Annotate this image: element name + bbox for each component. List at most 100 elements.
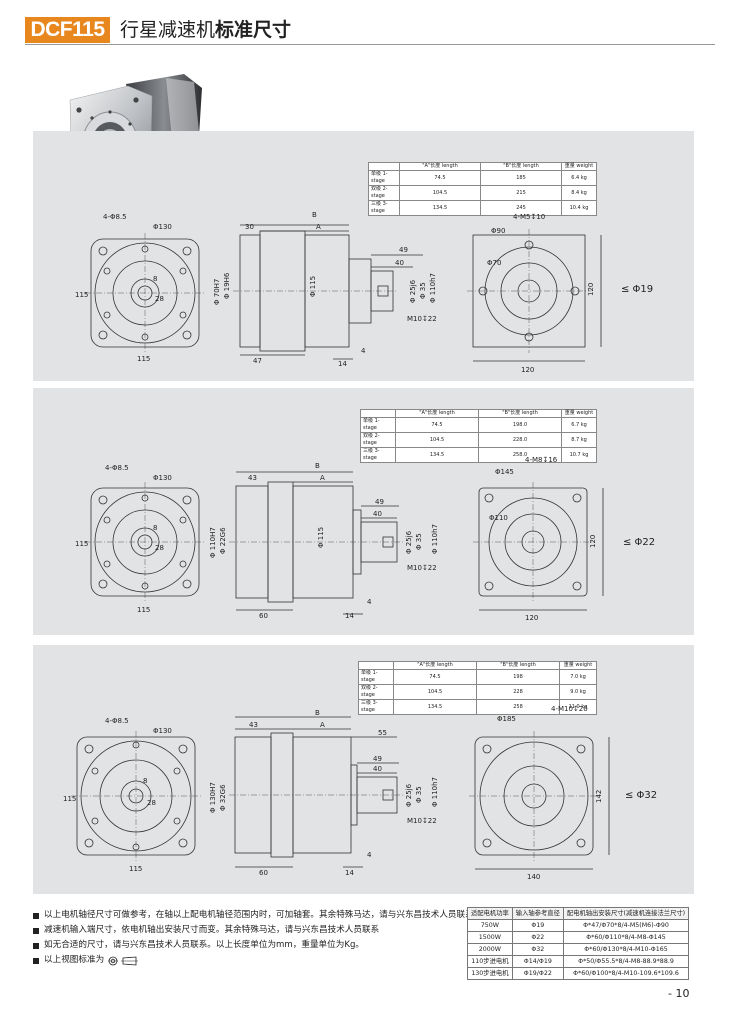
technical-drawing-2: 4-Φ8.5 Φ130 115 115 8 28 B A 43 49 40 60… — [75, 456, 604, 622]
svg-text:115: 115 — [63, 795, 76, 803]
svg-text:B: B — [315, 462, 320, 470]
svg-text:Φ 35: Φ 35 — [415, 533, 423, 550]
svg-text:4-Φ8.5: 4-Φ8.5 — [105, 464, 129, 472]
svg-text:120: 120 — [521, 366, 534, 374]
svg-text:28: 28 — [155, 544, 164, 552]
svg-text:Φ 110h7: Φ 110h7 — [431, 524, 439, 554]
svg-text:4-M8↧16: 4-M8↧16 — [525, 456, 558, 464]
projection-symbol-icon — [108, 956, 139, 965]
svg-text:120: 120 — [525, 614, 538, 622]
shaft-size-label-1: ≤ Φ19 — [621, 284, 654, 295]
svg-text:Φ 110h7: Φ 110h7 — [429, 273, 437, 303]
svg-text:Φ 25j6: Φ 25j6 — [405, 530, 413, 554]
svg-text:M10↧22: M10↧22 — [407, 564, 437, 572]
svg-text:49: 49 — [375, 498, 384, 506]
svg-text:8: 8 — [153, 275, 157, 283]
svg-text:A: A — [320, 721, 325, 729]
note-item: 以上视图标准为 — [33, 953, 463, 968]
shaft-size-label-2: ≤ Φ22 — [623, 537, 656, 548]
model-tag: DCF115 — [25, 17, 110, 43]
svg-text:120: 120 — [587, 283, 595, 296]
svg-text:140: 140 — [527, 873, 540, 881]
svg-text:49: 49 — [399, 246, 408, 254]
svg-text:M10↧22: M10↧22 — [407, 315, 437, 323]
svg-text:28: 28 — [155, 295, 164, 303]
svg-text:Φ 35: Φ 35 — [419, 282, 427, 299]
note-item: 如无合适的尺寸，请与兴东昌技术人员联系。以上长度单位为mm，重量单位为Kg。 — [33, 938, 463, 953]
svg-text:Φ 35: Φ 35 — [415, 786, 423, 803]
svg-text:Φ 32G6: Φ 32G6 — [219, 784, 227, 811]
note-item: 减速机输入端尺寸，依电机轴出安装尺寸而变。其余特殊马达，请与兴东昌技术人员联系 — [33, 923, 463, 938]
svg-text:4: 4 — [367, 851, 372, 859]
svg-text:Φ 22G6: Φ 22G6 — [219, 527, 227, 554]
page-number: - 10 — [668, 987, 690, 1000]
svg-text:Φ110: Φ110 — [489, 514, 508, 522]
notes-list: 以上电机轴径尺寸可做参考，在轴以上配电机轴径范围内时，可加轴套。其余特殊马达，请… — [33, 908, 474, 968]
svg-text:4: 4 — [361, 347, 366, 355]
svg-text:8: 8 — [143, 777, 147, 785]
svg-text:B: B — [312, 211, 317, 219]
svg-text:Φ 70H7: Φ 70H7 — [213, 279, 221, 305]
svg-text:115: 115 — [129, 865, 142, 873]
svg-text:Φ90: Φ90 — [491, 227, 505, 235]
svg-text:A: A — [316, 223, 321, 231]
svg-text:120: 120 — [589, 535, 597, 548]
svg-text:115: 115 — [75, 540, 88, 548]
svg-text:60: 60 — [259, 869, 268, 877]
svg-text:115: 115 — [137, 606, 150, 614]
svg-text:14: 14 — [338, 360, 347, 368]
svg-text:115: 115 — [137, 355, 150, 363]
svg-text:B: B — [315, 709, 320, 717]
svg-text:Φ145: Φ145 — [495, 468, 514, 476]
svg-text:4-Φ8.5: 4-Φ8.5 — [103, 213, 127, 221]
svg-text:Φ130: Φ130 — [153, 474, 172, 482]
page-title: 行星减速机标准尺寸 — [120, 19, 292, 41]
note-item: 以上电机轴径尺寸可做参考，在轴以上配电机轴径范围内时，可加轴套。其余特殊马达，请… — [33, 908, 474, 923]
svg-text:Φ 110h7: Φ 110h7 — [431, 777, 439, 807]
svg-text:40: 40 — [395, 259, 404, 267]
svg-text:Φ 19H6: Φ 19H6 — [223, 272, 231, 299]
svg-text:40: 40 — [373, 510, 382, 518]
svg-text:47: 47 — [253, 357, 262, 365]
svg-text:14: 14 — [345, 612, 354, 620]
svg-text:8: 8 — [153, 524, 157, 532]
svg-text:Φ 115: Φ 115 — [317, 527, 325, 548]
svg-text:40: 40 — [373, 765, 382, 773]
technical-drawing-3: 4-Φ8.5 Φ130 115 115 8 28 B A 43 55 49 40… — [63, 705, 610, 881]
svg-text:142: 142 — [595, 790, 603, 803]
svg-text:4-M5↧10: 4-M5↧10 — [513, 213, 545, 221]
svg-text:4: 4 — [367, 598, 372, 606]
svg-text:M10↧22: M10↧22 — [407, 817, 437, 825]
header-divider — [25, 44, 715, 45]
svg-text:Φ185: Φ185 — [497, 715, 516, 723]
svg-text:Φ 25j6: Φ 25j6 — [409, 279, 417, 303]
svg-text:4-Φ8.5: 4-Φ8.5 — [105, 717, 129, 725]
svg-text:Φ 25j6: Φ 25j6 — [405, 783, 413, 807]
svg-text:Φ 115: Φ 115 — [309, 276, 317, 297]
svg-text:4-M10↧20: 4-M10↧20 — [551, 705, 588, 713]
svg-text:43: 43 — [248, 474, 257, 482]
svg-text:Φ 110H7: Φ 110H7 — [209, 527, 217, 558]
svg-text:Φ 130H7: Φ 130H7 — [209, 782, 217, 813]
svg-text:60: 60 — [259, 612, 268, 620]
svg-text:55: 55 — [378, 729, 387, 737]
shaft-size-label-3: ≤ Φ32 — [625, 790, 658, 801]
svg-text:Φ130: Φ130 — [153, 727, 172, 735]
svg-text:43: 43 — [249, 721, 258, 729]
technical-drawing-1: 4-Φ8.5 Φ130 115 115 8 28 B A 30 49 40 47… — [75, 211, 602, 374]
svg-text:30: 30 — [245, 223, 254, 231]
svg-text:49: 49 — [373, 755, 382, 763]
svg-text:115: 115 — [75, 291, 88, 299]
svg-text:A: A — [320, 474, 325, 482]
svg-text:Φ130: Φ130 — [153, 223, 172, 231]
svg-text:28: 28 — [147, 799, 156, 807]
svg-text:14: 14 — [345, 869, 354, 877]
svg-text:Φ70: Φ70 — [487, 259, 501, 267]
